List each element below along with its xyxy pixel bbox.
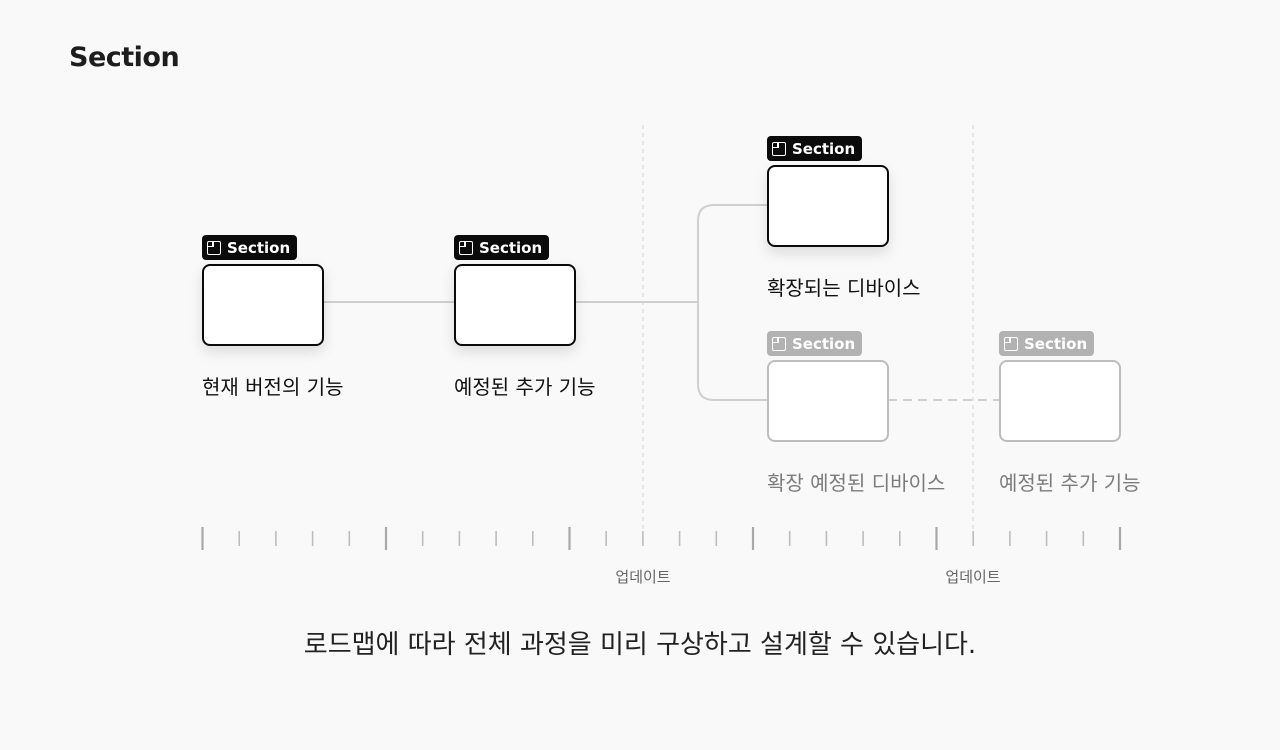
frame-icon xyxy=(1004,336,1018,351)
node-caption: 예정된 추가 기능 xyxy=(454,375,596,399)
section-tag: Section xyxy=(767,331,863,356)
section-tag-label: Section xyxy=(792,139,856,158)
section-tag: Section xyxy=(999,331,1095,356)
frame-icon xyxy=(772,336,786,351)
section-tag: Section xyxy=(202,235,298,260)
section-tag-label: Section xyxy=(479,238,543,257)
timeline-ticks xyxy=(201,527,1122,550)
connector-branch-up xyxy=(697,204,767,302)
section-frame[interactable] xyxy=(202,264,324,346)
section-frame[interactable] xyxy=(767,165,889,247)
section-tag-label: Section xyxy=(227,238,291,257)
section-tag-label: Section xyxy=(792,334,856,353)
section-frame[interactable] xyxy=(999,360,1121,442)
frame-icon xyxy=(772,141,786,156)
node-caption: 확장되는 디바이스 xyxy=(767,276,921,300)
diagram-caption: 로드맵에 따라 전체 과정을 미리 구상하고 설계할 수 있습니다. xyxy=(303,630,977,660)
frame-icon xyxy=(459,240,473,255)
page-title: Section xyxy=(69,42,180,73)
node-caption: 확장 예정된 디바이스 xyxy=(767,471,946,495)
update-marker-label: 업데이트 xyxy=(945,568,1001,586)
section-frame[interactable] xyxy=(767,360,889,442)
section-tag: Section xyxy=(454,235,550,260)
section-tag: Section xyxy=(767,136,863,161)
section-frame[interactable] xyxy=(454,264,576,346)
node-caption: 현재 버전의 기능 xyxy=(202,375,344,399)
connector-branch-down xyxy=(697,302,767,401)
section-tag-label: Section xyxy=(1024,334,1088,353)
frame-icon xyxy=(207,240,221,255)
node-caption: 예정된 추가 기능 xyxy=(999,471,1141,495)
update-marker-label: 업데이트 xyxy=(615,568,671,586)
